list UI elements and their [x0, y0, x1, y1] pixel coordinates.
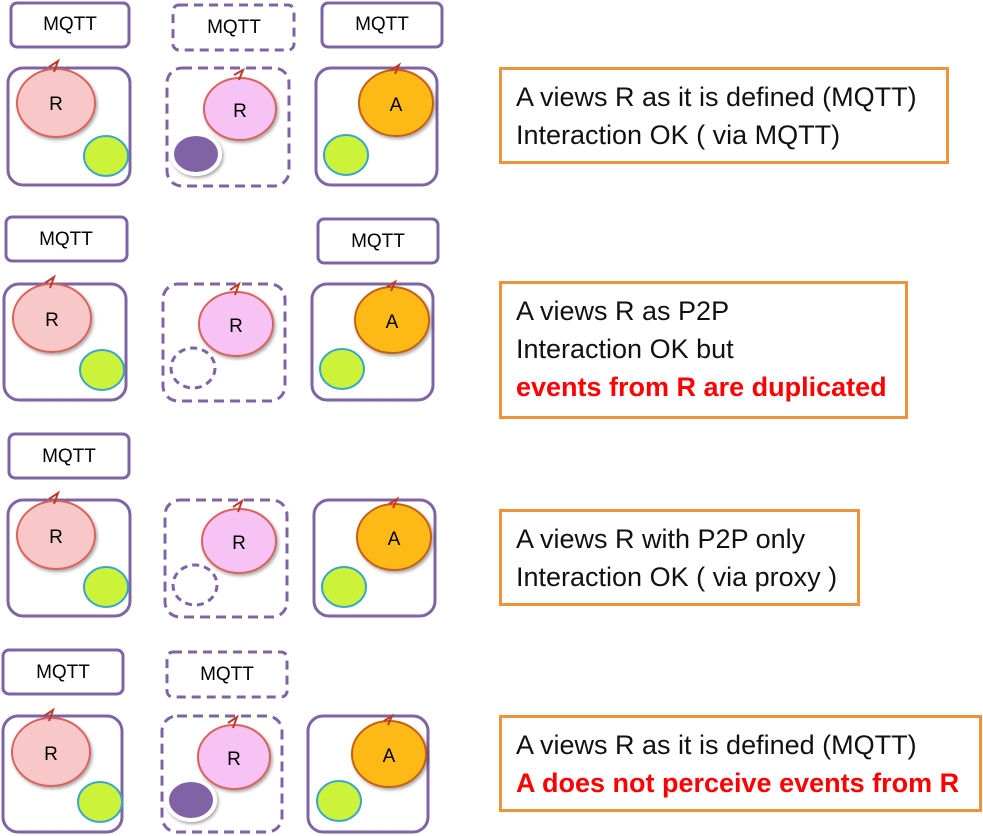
mqtt-box-r: MQTT	[9, 1, 131, 49]
scenario-2: MQTT MQTT R R A	[2, 215, 440, 403]
svg-text:A: A	[386, 312, 399, 333]
svg-text:MQTT: MQTT	[355, 14, 409, 35]
callout-line: Interaction OK ( via MQTT)	[516, 120, 841, 150]
svg-text:MQTT: MQTT	[42, 446, 96, 467]
scenario-1: MQTT MQTT MQTT R R A	[6, 1, 444, 188]
green-dot	[319, 348, 365, 390]
green-dot	[83, 566, 129, 608]
callout-line: Interaction OK ( via proxy )	[516, 562, 838, 592]
callout-scenario-2: A views R as P2P Interaction OK but even…	[499, 281, 908, 419]
host-r: R	[6, 58, 132, 187]
svg-text:R: R	[44, 744, 58, 765]
callout-line: A views R with P2P only	[516, 524, 806, 554]
green-dot	[316, 780, 362, 822]
host-r: R	[2, 274, 128, 402]
svg-text:A: A	[383, 746, 396, 767]
antenna-icon	[229, 281, 241, 296]
callout-line: A views R as it is defined (MQTT)	[516, 730, 917, 760]
mqtt-box-a: MQTT	[316, 217, 440, 265]
purple-dot	[165, 778, 217, 822]
mqtt-box-r: MQTT	[4, 215, 129, 263]
svg-text:MQTT: MQTT	[43, 14, 97, 35]
svg-text:MQTT: MQTT	[207, 17, 261, 38]
svg-text:R: R	[49, 94, 63, 115]
empty-dot	[171, 563, 219, 607]
antenna-icon	[48, 490, 60, 505]
host-r: R	[1, 707, 124, 834]
host-proxy: R	[163, 498, 289, 619]
svg-text:R: R	[233, 101, 247, 122]
antenna-icon	[386, 279, 398, 292]
svg-text:MQTT: MQTT	[200, 664, 254, 685]
mqtt-box-proxy: MQTT	[171, 3, 296, 52]
green-dot	[323, 134, 369, 176]
host-a: A	[310, 279, 435, 402]
mqtt-box-proxy: MQTT	[165, 650, 289, 699]
antenna-icon	[390, 62, 402, 75]
mqtt-box-a: MQTT	[320, 1, 444, 49]
purple-dot	[170, 132, 222, 176]
green-dot	[321, 566, 367, 608]
antenna-icon	[48, 58, 60, 73]
empty-dot	[169, 346, 217, 390]
host-a: A	[306, 713, 430, 834]
callout-alert-line: A does not perceive events from R	[516, 768, 960, 798]
callout-scenario-3: A views R with P2P only Interaction OK (…	[499, 509, 860, 606]
callout-line: A views R as it is defined (MQTT)	[516, 82, 917, 112]
svg-text:R: R	[49, 527, 63, 548]
svg-text:A: A	[390, 95, 403, 116]
green-dot	[83, 135, 129, 177]
host-r: R	[6, 490, 132, 618]
scenario-4: MQTT MQTT R R A	[1, 648, 430, 834]
svg-text:MQTT: MQTT	[36, 662, 90, 683]
callout-line: A views R as P2P	[516, 296, 730, 326]
callout-scenario-4: A views R as it is defined (MQTT) A does…	[499, 715, 982, 812]
callout-alert-line: events from R are duplicated	[516, 372, 887, 402]
host-a: A	[314, 62, 439, 187]
svg-text:A: A	[388, 529, 401, 550]
green-dot	[79, 349, 125, 391]
svg-text:MQTT: MQTT	[351, 231, 405, 252]
callout-line: Interaction OK but	[516, 334, 734, 364]
host-proxy: R	[161, 281, 287, 403]
antenna-icon	[233, 67, 245, 81]
mqtt-box-r: MQTT	[7, 432, 131, 480]
host-proxy: R	[160, 714, 284, 834]
svg-text:R: R	[45, 310, 59, 331]
antenna-icon	[232, 498, 244, 513]
host-proxy: R	[165, 66, 291, 188]
svg-text:R: R	[232, 533, 246, 554]
antenna-icon	[43, 707, 55, 722]
antenna-icon	[388, 496, 400, 509]
svg-text:R: R	[227, 749, 241, 770]
callout-scenario-1: A views R as it is defined (MQTT) Intera…	[499, 67, 949, 164]
antenna-icon	[383, 713, 395, 726]
green-dot	[77, 781, 123, 823]
svg-text:MQTT: MQTT	[39, 229, 93, 250]
antenna-icon	[227, 714, 239, 729]
mqtt-box-r: MQTT	[1, 648, 125, 696]
antenna-icon	[44, 274, 56, 289]
svg-text:R: R	[229, 316, 243, 337]
host-a: A	[312, 496, 437, 618]
scenario-3: MQTT R R A	[6, 432, 437, 619]
